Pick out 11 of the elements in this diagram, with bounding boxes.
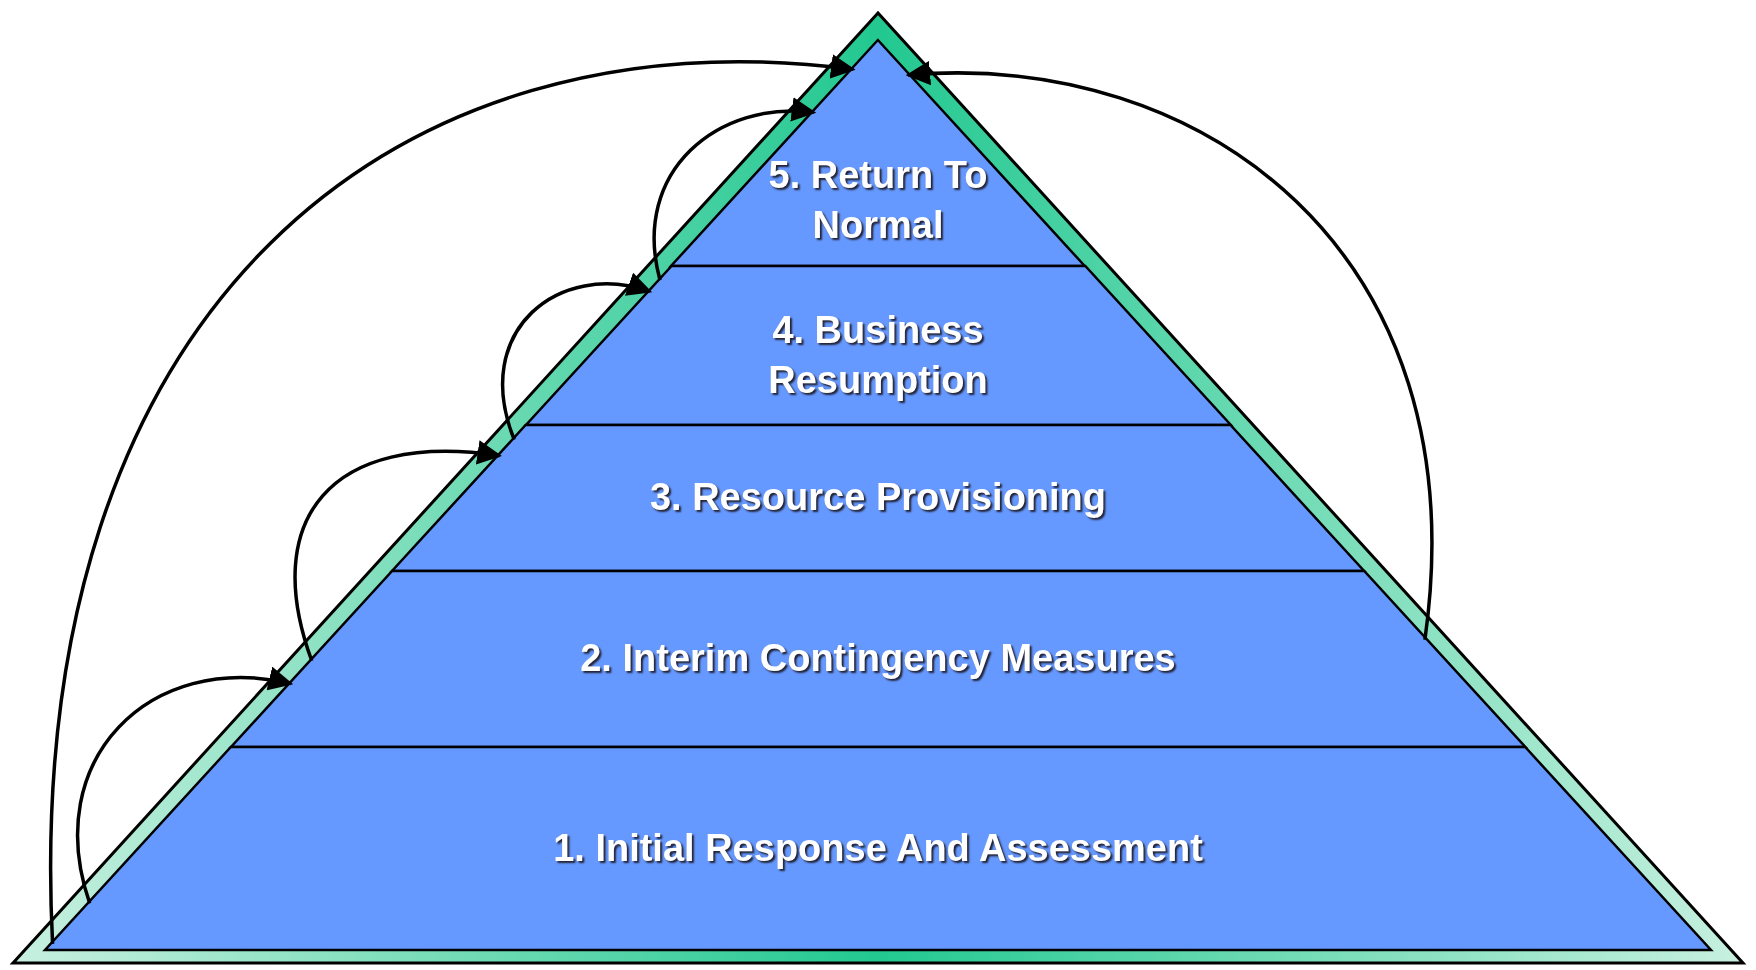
tier-label: 5. Return To Normal [767,153,989,248]
curved-arrow [50,55,856,944]
tier-label: 1. Initial Response And Assessment [553,825,1203,871]
curved-arrow [293,441,502,662]
curved-arrow [652,98,817,281]
tier-label: 4. Business Resumption [767,308,989,403]
curved-arrow [905,62,1434,640]
curved-arrow [75,668,294,904]
curved-arrow [501,274,653,441]
tier-label: 3. Resource Provisioning [649,475,1107,521]
tier-label: 2. Interim Contingency Measures [580,636,1176,682]
